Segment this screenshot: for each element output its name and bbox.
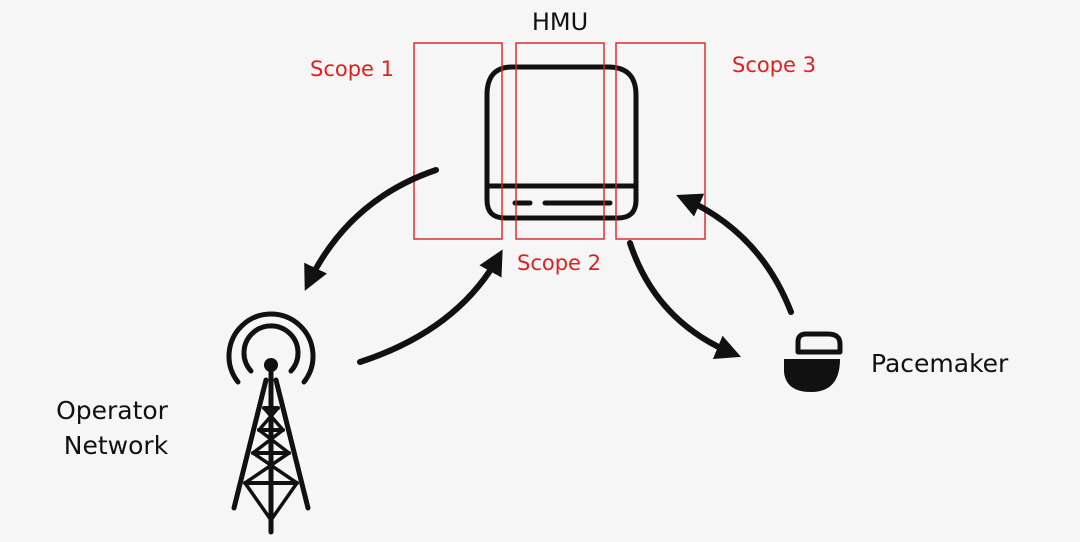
operator-network-line1: Operator [56, 396, 169, 425]
operator-network-line2: Network [64, 431, 169, 460]
pacemaker-icon [784, 331, 843, 392]
scope-2-box [515, 42, 605, 240]
scope-3-box [615, 42, 706, 240]
arrow-hmu-to-network [304, 167, 439, 291]
hmu-title: HMU [532, 8, 588, 36]
arrow-pacemaker-to-hmu [676, 193, 794, 315]
operator-network-label: Operator Network [56, 396, 176, 460]
pacemaker-label: Pacemaker [871, 349, 1009, 378]
arrow-hmu-to-pacemaker [627, 240, 741, 359]
scope-3-label: Scope 3 [732, 53, 816, 77]
scope-2-label: Scope 2 [517, 251, 601, 275]
antenna-tower-icon [226, 311, 316, 535]
arrow-network-to-hmu [357, 249, 503, 365]
hmu-device-icon [484, 64, 639, 221]
scope-1-box [413, 42, 503, 240]
flow-arrows [304, 167, 794, 365]
scope-1-label: Scope 1 [310, 57, 394, 81]
